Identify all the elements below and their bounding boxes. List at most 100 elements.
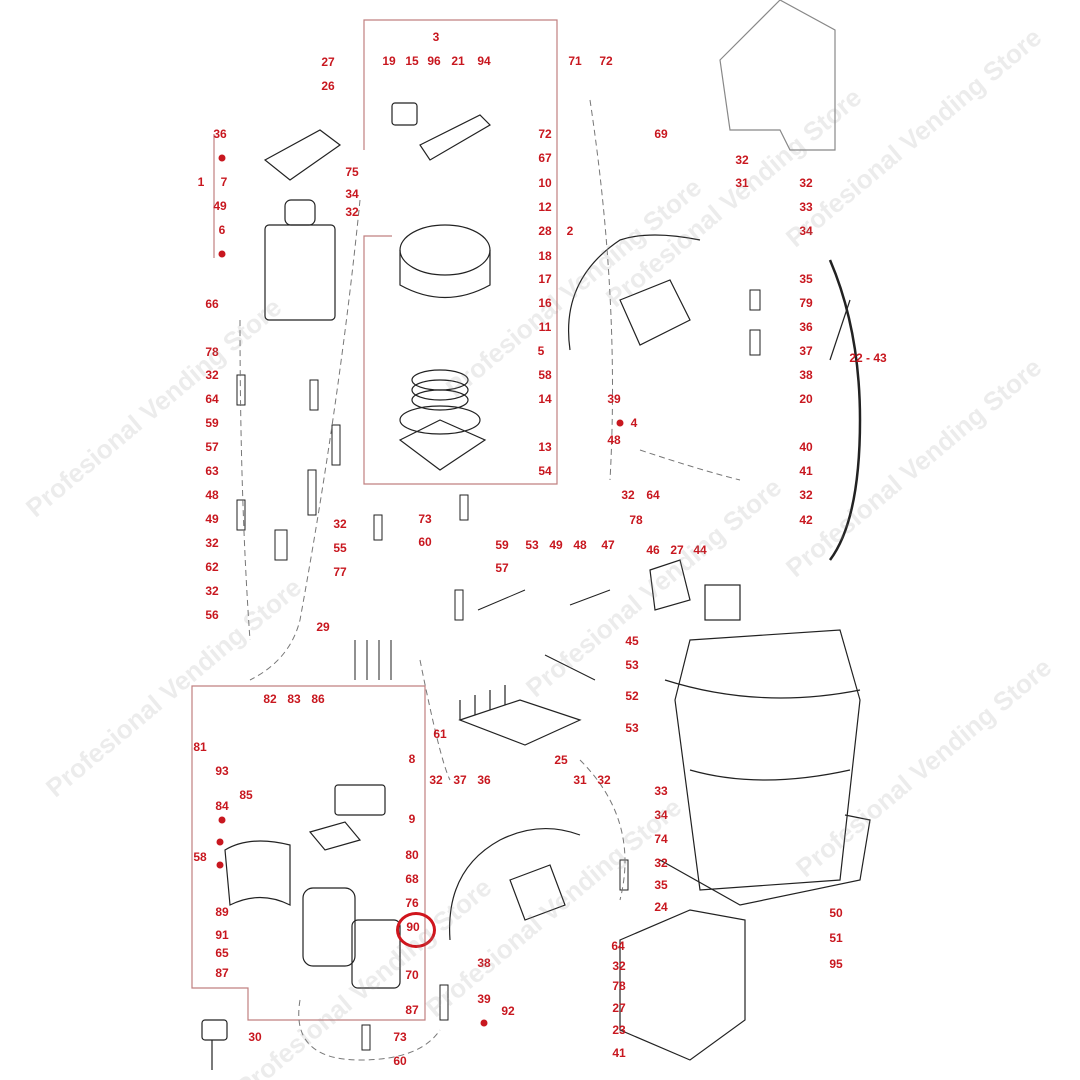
part-label[interactable]: 53 <box>625 658 639 672</box>
part-label[interactable]: 31 <box>735 176 749 190</box>
part-label[interactable]: 16 <box>538 296 552 310</box>
part-label[interactable]: 48 <box>607 433 621 447</box>
part-label[interactable]: 75 <box>345 165 359 179</box>
part-label[interactable]: 54 <box>538 464 552 478</box>
part-label[interactable]: 3 <box>432 30 440 44</box>
part-label[interactable]: 42 <box>799 513 813 527</box>
part-label[interactable]: 29 <box>316 620 330 634</box>
part-label[interactable]: 23 <box>612 1023 626 1037</box>
part-label[interactable]: 74 <box>654 832 668 846</box>
part-label[interactable]: 32 <box>654 856 668 870</box>
part-label[interactable]: 56 <box>205 608 219 622</box>
part-label[interactable]: 4 <box>630 416 638 430</box>
part-label[interactable]: 14 <box>538 392 552 406</box>
part-label[interactable]: 27 <box>321 55 335 69</box>
part-label[interactable]: 58 <box>193 850 207 864</box>
part-label[interactable]: 57 <box>205 440 219 454</box>
part-label[interactable]: 86 <box>311 692 325 706</box>
part-label[interactable]: 72 <box>538 127 552 141</box>
part-label[interactable]: 26 <box>321 79 335 93</box>
part-label[interactable]: 61 <box>433 727 447 741</box>
part-label[interactable]: 47 <box>601 538 615 552</box>
part-label[interactable]: 52 <box>625 689 639 703</box>
part-label[interactable]: 40 <box>799 440 813 454</box>
part-label[interactable]: 92 <box>501 1004 515 1018</box>
part-label[interactable]: 67 <box>538 151 552 165</box>
part-label[interactable]: 96 <box>427 54 441 68</box>
part-label[interactable]: 48 <box>573 538 587 552</box>
part-label[interactable]: 32 <box>205 536 219 550</box>
part-label[interactable]: 2 <box>566 224 574 238</box>
part-label[interactable]: 84 <box>215 799 229 813</box>
part-label[interactable]: 65 <box>215 946 229 960</box>
part-label[interactable]: 34 <box>345 187 359 201</box>
part-label[interactable]: 32 <box>429 773 443 787</box>
part-label[interactable]: 32 <box>205 368 219 382</box>
part-label[interactable]: 83 <box>287 692 301 706</box>
part-label[interactable]: 32 <box>799 488 813 502</box>
part-label[interactable]: 60 <box>393 1054 407 1068</box>
part-label[interactable]: 20 <box>799 392 813 406</box>
part-label[interactable]: 59 <box>495 538 509 552</box>
part-label[interactable]: 39 <box>477 992 491 1006</box>
part-label[interactable]: 51 <box>829 931 843 945</box>
part-label[interactable]: 55 <box>333 541 347 555</box>
part-label[interactable]: 85 <box>239 788 253 802</box>
part-label[interactable]: 28 <box>538 224 552 238</box>
part-label[interactable]: 39 <box>607 392 621 406</box>
part-label[interactable]: 15 <box>405 54 419 68</box>
part-label[interactable]: 37 <box>453 773 467 787</box>
part-label[interactable]: 32 <box>799 176 813 190</box>
part-label[interactable]: 31 <box>573 773 587 787</box>
part-label[interactable]: 78 <box>205 345 219 359</box>
part-label[interactable]: 38 <box>799 368 813 382</box>
part-label[interactable]: 8 <box>408 752 416 766</box>
part-label[interactable]: 64 <box>205 392 219 406</box>
part-label[interactable]: 35 <box>654 878 668 892</box>
part-label[interactable]: 78 <box>612 979 626 993</box>
part-label[interactable]: 87 <box>215 966 229 980</box>
part-label[interactable]: 32 <box>621 488 635 502</box>
part-label[interactable]: 70 <box>405 968 419 982</box>
part-label[interactable]: 18 <box>538 249 552 263</box>
part-label[interactable]: 36 <box>477 773 491 787</box>
part-label[interactable]: 87 <box>405 1003 419 1017</box>
part-label[interactable]: 49 <box>549 538 563 552</box>
part-label[interactable]: 49 <box>213 199 227 213</box>
part-label[interactable]: 32 <box>205 584 219 598</box>
part-label[interactable]: 32 <box>345 205 359 219</box>
part-label[interactable]: 21 <box>451 54 465 68</box>
part-label[interactable]: 80 <box>405 848 419 862</box>
part-label[interactable]: 49 <box>205 512 219 526</box>
part-label[interactable]: 24 <box>654 900 668 914</box>
part-label[interactable]: 32 <box>612 959 626 973</box>
part-label[interactable]: 48 <box>205 488 219 502</box>
part-label[interactable]: 12 <box>538 200 552 214</box>
part-label[interactable]: 57 <box>495 561 509 575</box>
part-label[interactable]: 38 <box>477 956 491 970</box>
part-label[interactable]: 10 <box>538 176 552 190</box>
part-label[interactable]: 62 <box>205 560 219 574</box>
part-label[interactable]: 90 <box>406 920 420 934</box>
part-label[interactable]: 9 <box>408 812 416 826</box>
part-label[interactable]: 32 <box>735 153 749 167</box>
part-label[interactable]: 41 <box>799 464 813 478</box>
part-label[interactable]: 79 <box>799 296 813 310</box>
part-label[interactable]: 27 <box>670 543 684 557</box>
part-label[interactable]: 72 <box>599 54 613 68</box>
part-label[interactable]: 81 <box>193 740 207 754</box>
part-label[interactable]: 36 <box>213 127 227 141</box>
part-label[interactable]: 59 <box>205 416 219 430</box>
part-label[interactable]: 69 <box>654 127 668 141</box>
part-label[interactable]: 37 <box>799 344 813 358</box>
part-label[interactable]: 73 <box>418 512 432 526</box>
part-label[interactable]: 46 <box>646 543 660 557</box>
part-label[interactable]: 17 <box>538 272 552 286</box>
part-label[interactable]: 1 <box>197 175 205 189</box>
part-label[interactable]: 5 <box>537 344 545 358</box>
part-label[interactable]: 7 <box>220 175 228 189</box>
part-label[interactable]: 32 <box>333 517 347 531</box>
part-label[interactable]: 30 <box>248 1030 262 1044</box>
part-label[interactable]: 11 <box>538 320 552 334</box>
part-label[interactable]: 53 <box>625 721 639 735</box>
